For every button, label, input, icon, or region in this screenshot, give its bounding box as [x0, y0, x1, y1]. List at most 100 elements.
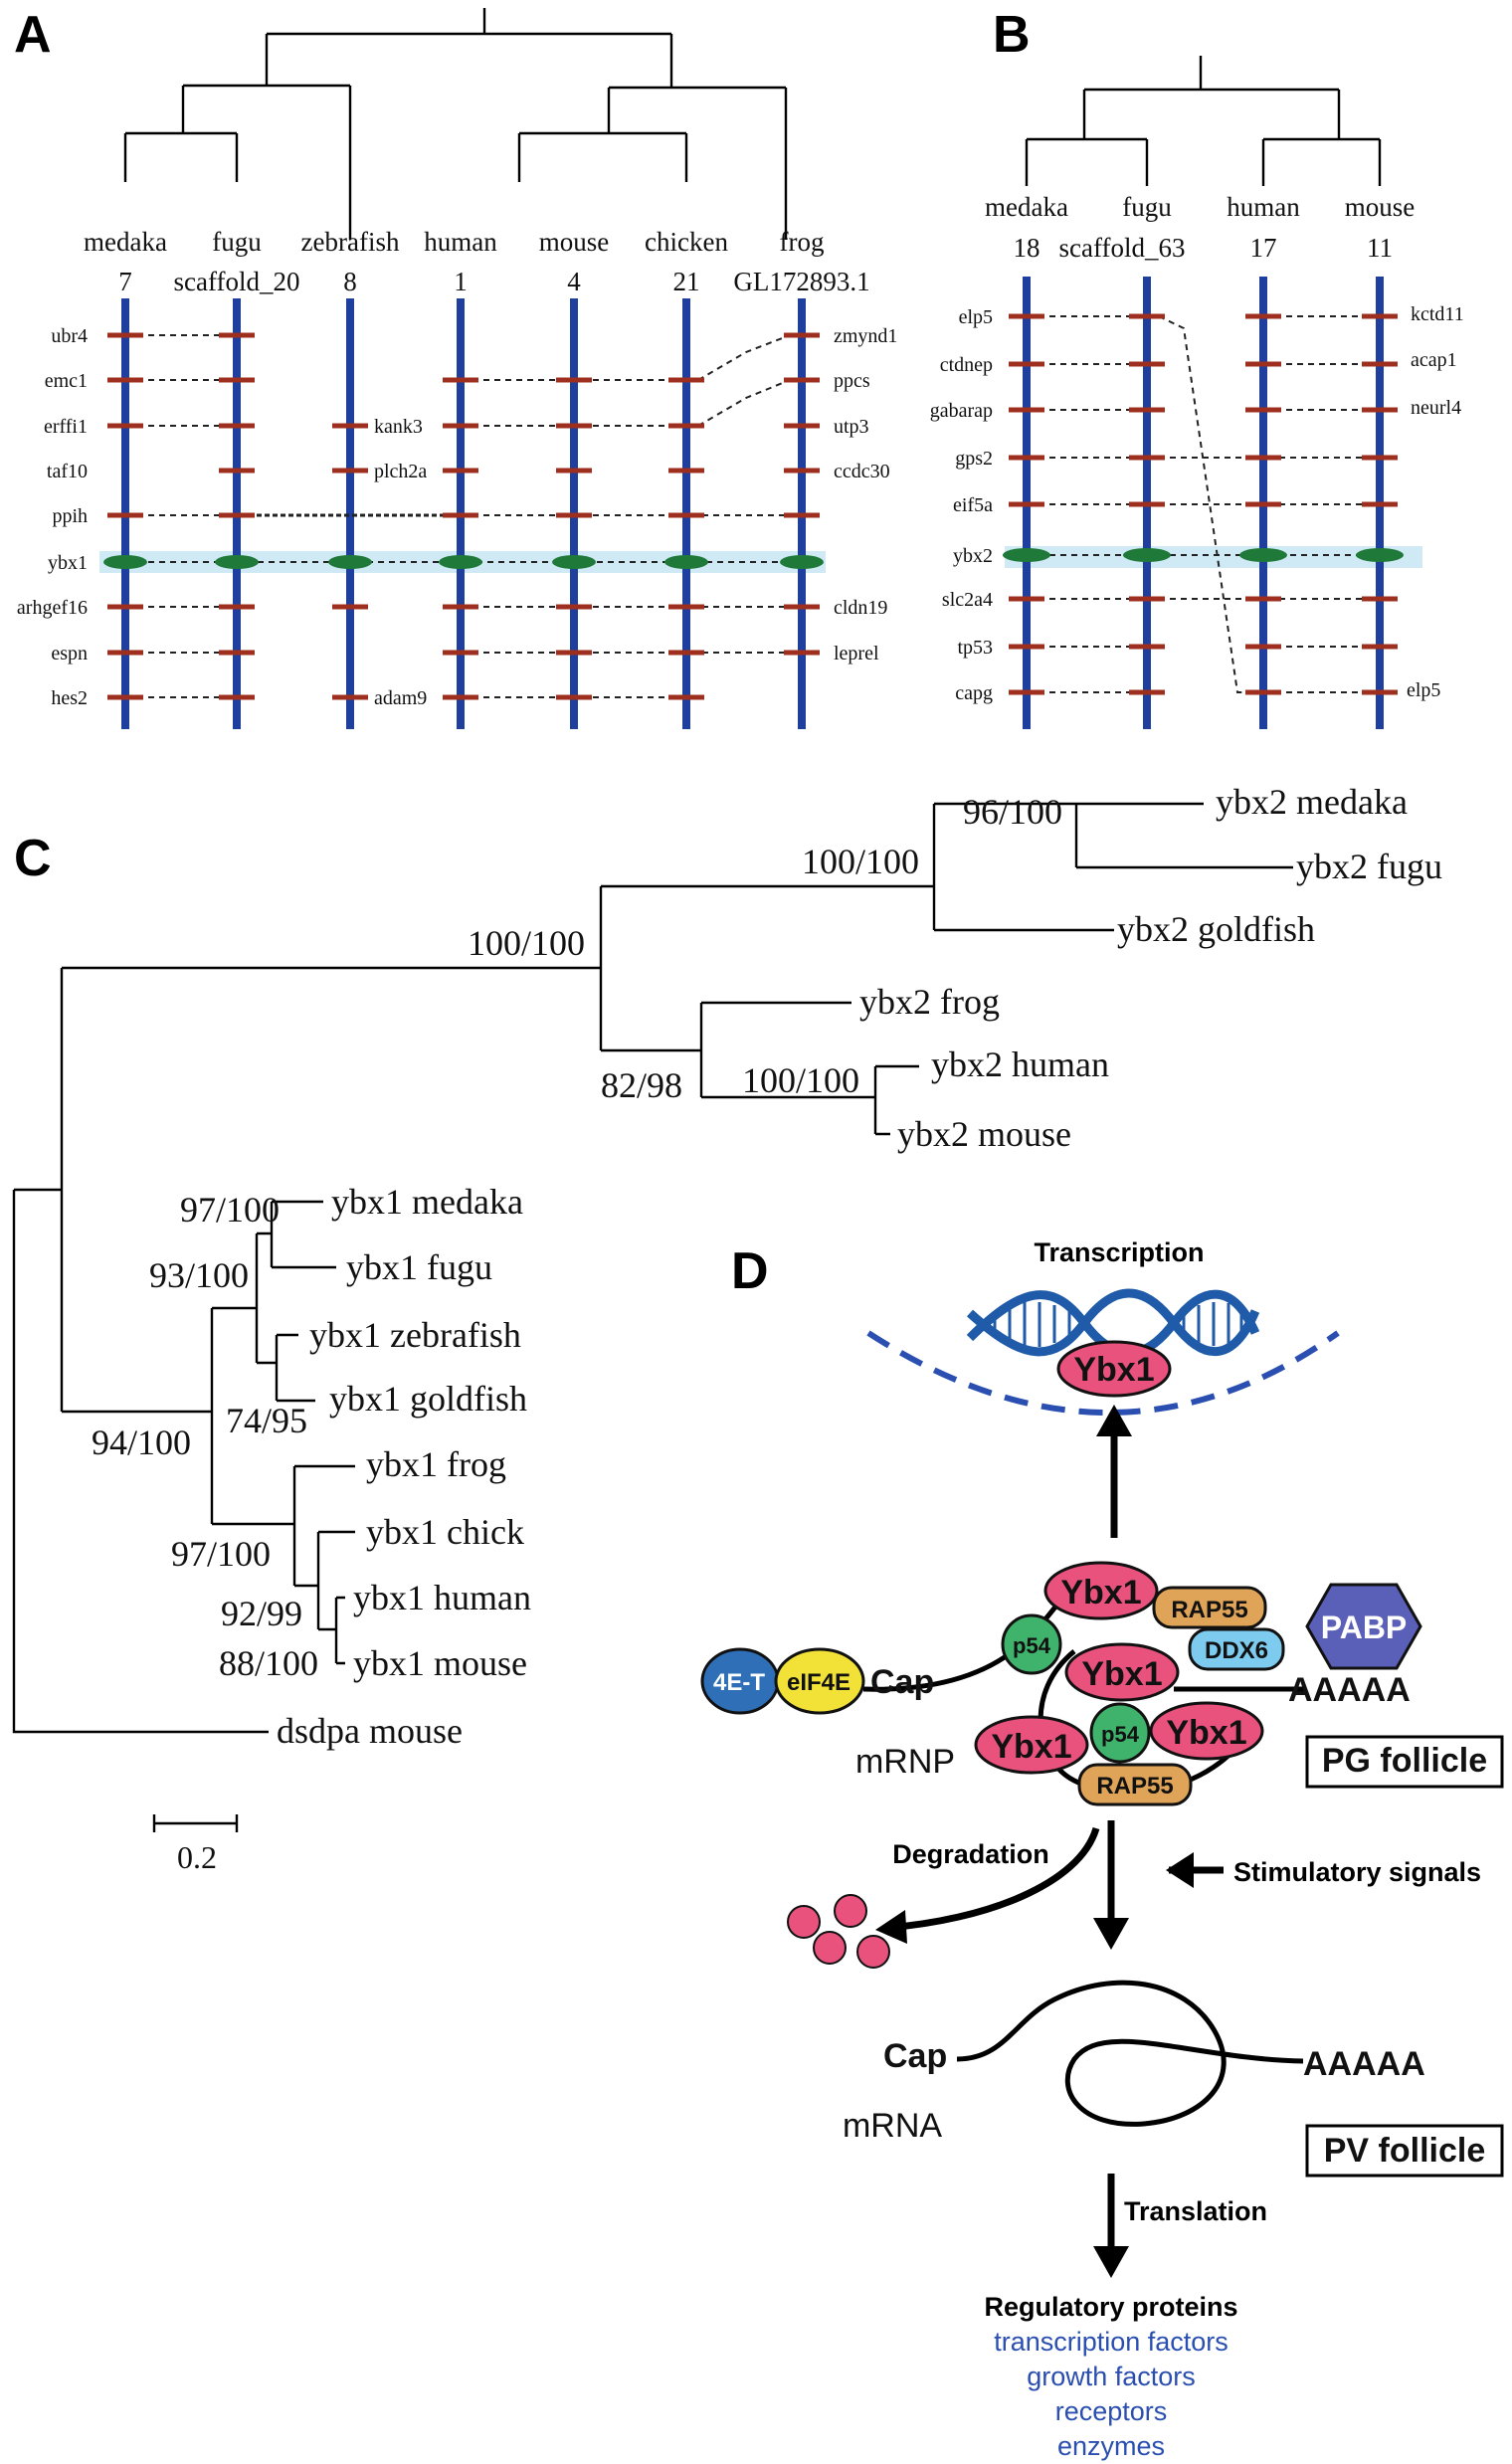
- eif4e-protein: eIF4E: [774, 1647, 865, 1715]
- stimulatory-signals-label: Stimulatory signals: [1233, 1857, 1481, 1887]
- bootstrap-value: 100/100: [468, 923, 585, 963]
- rap55-label: RAP55: [1096, 1773, 1173, 1800]
- target-item: transcription factors: [994, 2327, 1228, 2357]
- phylogenetic-tree: [12, 802, 1293, 1832]
- ddx6-label: DDX6: [1205, 1637, 1268, 1664]
- regulatory-proteins-heading: Regulatory proteins: [984, 2292, 1237, 2322]
- taxon-label: ybx1 chick: [366, 1512, 524, 1552]
- chromosome-label: 18: [1014, 233, 1040, 263]
- panel-a-ybx1-marks: [103, 555, 824, 569]
- bootstrap-value: 97/100: [171, 1534, 271, 1574]
- chromosome-label: 8: [343, 267, 357, 296]
- pabp-protein: PABP: [1305, 1583, 1422, 1670]
- gene-label: elp5: [959, 306, 993, 328]
- p54-label: p54: [1013, 1633, 1051, 1658]
- panel-b-letter: B: [993, 6, 1031, 64]
- taxon-label: ybx1 medaka: [331, 1182, 523, 1222]
- bootstrap-labels: 96/100 100/100 100/100 82/98 100/100 97/…: [92, 792, 1062, 1683]
- gene-label: cldn19: [834, 597, 887, 619]
- translation-arrow: [1093, 2174, 1129, 2278]
- rap55-label: RAP55: [1171, 1597, 1247, 1623]
- chromosome-label: 21: [673, 267, 700, 296]
- rap55-protein: RAP55: [1152, 1586, 1267, 1629]
- arrow-to-nucleus: [1096, 1405, 1132, 1538]
- species-label: human: [424, 227, 497, 257]
- chromosome-label: scaffold_20: [174, 267, 300, 296]
- panel-c-letter: C: [14, 830, 52, 887]
- polya-label: AAAAA: [1288, 1671, 1411, 1709]
- gene-label: neurl4: [1411, 397, 1461, 419]
- p54-protein: p54: [1001, 1613, 1062, 1675]
- transcription-label: Transcription: [1034, 1237, 1204, 1267]
- ybx1-nuclear: Ybx1: [1056, 1340, 1172, 1398]
- bootstrap-value: 100/100: [742, 1060, 859, 1100]
- gene-label: utp3: [834, 416, 869, 438]
- taxon-label: dsdpa mouse: [277, 1711, 463, 1751]
- polya-label: AAAAA: [1303, 2045, 1425, 2083]
- ybx1-label: Ybx1: [991, 1728, 1071, 1766]
- chromosome-label: 4: [567, 267, 581, 296]
- ybx1-label: Ybx1: [1060, 1574, 1141, 1611]
- p54-protein: p54: [1089, 1702, 1151, 1764]
- species-label: fugu: [212, 227, 262, 257]
- panel-b-gene-marks: [1009, 313, 1398, 695]
- mrna-loop: [956, 1980, 1304, 2127]
- panel-a-letter: A: [14, 6, 52, 64]
- gene-label: ppih: [52, 505, 88, 527]
- bootstrap-value: 100/100: [802, 842, 919, 881]
- ybx2-highlight-band: [1005, 546, 1422, 568]
- gene-label: tp53: [957, 637, 993, 659]
- ybx1-label: Ybx1: [1073, 1351, 1154, 1389]
- pg-follicle-box: PG follicle: [1305, 1735, 1504, 1789]
- panel-d-letter: D: [731, 1242, 769, 1300]
- 4e-t-label: 4E-T: [713, 1669, 765, 1696]
- gene-label: kank3: [374, 416, 423, 438]
- panel-b-chromosomes: [1023, 277, 1384, 729]
- panel-b-species-tree: [1025, 56, 1382, 186]
- chromosome-label: GL172893.1: [733, 267, 869, 296]
- panel-a-gene-labels: ubr4 emc1 erffi1 taf10 ppih ybx1 arhgef1…: [17, 325, 898, 709]
- gene-label: arhgef16: [17, 597, 88, 619]
- bootstrap-value: 94/100: [92, 1422, 191, 1462]
- chromosome-label: scaffold_63: [1059, 233, 1186, 263]
- species-label: mouse: [539, 227, 610, 257]
- translation-label: Translation: [1124, 2196, 1267, 2226]
- gene-label: ubr4: [51, 325, 88, 347]
- bootstrap-value: 92/99: [221, 1594, 302, 1633]
- gene-label: ccdc30: [834, 461, 890, 482]
- taxon-label: ybx2 goldfish: [1117, 909, 1315, 949]
- species-label: medaka: [985, 192, 1068, 222]
- bootstrap-value: 88/100: [219, 1643, 318, 1683]
- gene-label: erffi1: [44, 416, 88, 438]
- taxon-label: ybx2 human: [931, 1044, 1109, 1084]
- panel-b-ybx2-marks: [1003, 548, 1404, 562]
- taxon-label: ybx2 mouse: [897, 1114, 1071, 1154]
- mrna-label: mRNA: [843, 2107, 942, 2145]
- gene-label: hes2: [51, 687, 88, 709]
- bootstrap-value: 74/95: [226, 1401, 307, 1440]
- degradation-label: Degradation: [892, 1839, 1049, 1869]
- mrnp-complex: Ybx1 RAP55 PABP DDX6 p54 Ybx1 Ybx1 Ybx1: [700, 1561, 1422, 1806]
- species-label: chicken: [645, 227, 728, 257]
- ybx1-protein: Ybx1: [1043, 1561, 1159, 1620]
- pv-follicle-box: PV follicle: [1305, 2124, 1504, 2178]
- species-label: mouse: [1345, 192, 1416, 222]
- ybx1-protein: Ybx1: [1149, 1701, 1264, 1761]
- gene-label: ppcs: [834, 370, 870, 392]
- bootstrap-value: 96/100: [963, 792, 1062, 832]
- ybx1-protein: Ybx1: [974, 1715, 1089, 1775]
- gene-label: leprel: [834, 643, 879, 664]
- gene-label: ybx2: [953, 545, 993, 567]
- chromosome-label: 1: [454, 267, 468, 296]
- panel-a-species-tree: [123, 8, 788, 240]
- gene-label: acap1: [1411, 349, 1457, 371]
- chromosome-label: 17: [1250, 233, 1277, 263]
- species-label: human: [1227, 192, 1300, 222]
- gene-label: capg: [955, 682, 993, 704]
- panel-a-species-labels: medaka fugu zebrafish human mouse chicke…: [84, 227, 870, 296]
- gene-label: adam9: [374, 687, 427, 709]
- species-label: medaka: [84, 227, 167, 257]
- taxon-label: ybx1 goldfish: [329, 1379, 527, 1419]
- gene-label: gps2: [955, 448, 993, 470]
